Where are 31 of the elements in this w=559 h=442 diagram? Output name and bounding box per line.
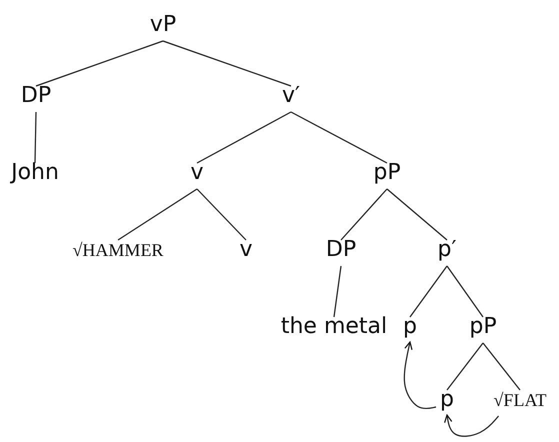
tree-branch	[386, 188, 448, 240]
tree-branch	[446, 342, 484, 390]
tree-branch	[410, 266, 448, 318]
tree-node-label: p′	[436, 237, 458, 263]
tree-node-label: v′	[281, 83, 301, 109]
tree-node-label: vP	[148, 12, 178, 38]
tree-node-label: pP	[468, 314, 498, 340]
tree-branch	[333, 266, 342, 318]
tree-branch	[196, 111, 292, 164]
tree-node-label: DP	[20, 83, 52, 109]
tree-branch	[446, 266, 484, 318]
tree-node-label: v	[189, 160, 205, 186]
tree-node-label: √FLAT	[492, 387, 548, 413]
tree-node-label: v	[238, 237, 254, 263]
tree-node-label: p	[439, 387, 455, 413]
tree-node-label: DP	[324, 237, 358, 263]
tree-node-label: pP	[372, 160, 402, 186]
tree-node-label: √HAMMER	[72, 237, 164, 263]
tree-branch	[162, 40, 292, 87]
tree-node-label: the metal	[280, 314, 388, 340]
tree-branch	[340, 188, 388, 240]
tree-branch	[36, 40, 164, 87]
tree-node-label: John	[10, 160, 60, 186]
tree-branch	[290, 111, 388, 164]
movement-arrow	[404, 341, 436, 410]
tree-node-label: p	[402, 314, 418, 340]
tree-branch	[34, 112, 37, 164]
tree-branch	[196, 188, 246, 240]
movement-arrow	[444, 414, 500, 437]
tree-branch	[482, 342, 520, 390]
tree-branch	[118, 188, 198, 240]
